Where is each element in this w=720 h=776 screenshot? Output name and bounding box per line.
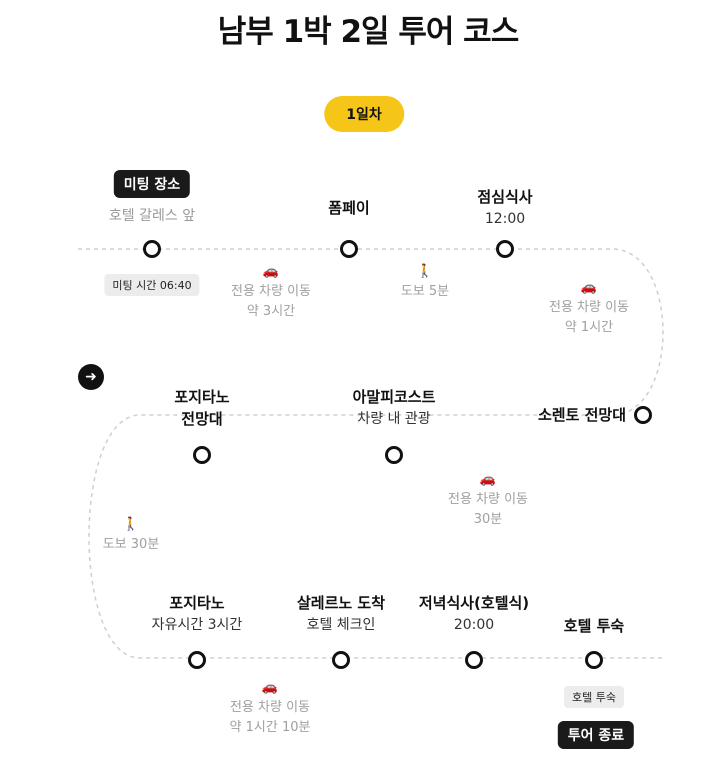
stop-node-lunch[interactable] xyxy=(496,240,514,258)
walking-person-icon: 🚶 xyxy=(122,517,140,532)
transfer-4-line1: 전용 차량 이동 xyxy=(229,700,311,715)
stop-name-amalfi: 아말피코스트 xyxy=(352,388,436,406)
walk-2-line1: 도보 30분 xyxy=(102,537,160,552)
stop-name-sorrento: 소렌토 전망대 xyxy=(537,406,626,424)
transfer-4-line2: 약 1시간 10분 xyxy=(229,720,311,735)
dinner-time: 20:00 xyxy=(453,617,495,633)
stop-lunch: 점심식사 12:00 xyxy=(477,186,532,230)
stop-node-meeting[interactable] xyxy=(143,240,161,258)
stop-salerno: 살레르노 도착 호텔 체크인 xyxy=(297,592,385,636)
tour-end-pill: 투어 종료 xyxy=(557,721,635,749)
stop-node-positano-free[interactable] xyxy=(188,651,206,669)
stop-node-pompeii[interactable] xyxy=(340,240,358,258)
transfer-1-line1: 전용 차량 이동 xyxy=(230,284,312,299)
transfer-info-2: 🚗 전용 차량 이동 약 1시간 xyxy=(549,278,629,338)
meeting-point: 미팅 장소 xyxy=(113,170,191,198)
stop-positano-free: 포지타노 자유시간 3시간 xyxy=(152,592,243,636)
stop-dinner: 저녁식사(호텔식) 20:00 xyxy=(419,592,529,636)
walk-1-line1: 도보 5분 xyxy=(400,284,450,299)
transfer-3-line2: 30분 xyxy=(473,512,503,527)
transfer-2-line2: 약 1시간 xyxy=(564,320,614,335)
car-icon: 🚗 xyxy=(479,472,497,487)
stop-name-pompeii: 폼페이 xyxy=(328,199,370,217)
positano-view-name1: 포지타노 xyxy=(174,388,230,406)
walk-info-2: 🚶 도보 30분 xyxy=(103,515,160,555)
page-title: 남부 1박 2일 투어 코스 xyxy=(217,14,519,50)
walk-info-1: 🚶 도보 5분 xyxy=(401,262,449,302)
stop-amalfi: 아말피코스트 차량 내 관광 xyxy=(353,386,436,430)
stop-positano-view: 포지타노 전망대 xyxy=(174,386,229,430)
transfer-info-1: 🚗 전용 차량 이동 약 3시간 xyxy=(231,262,311,322)
stop-name-lunch: 점심식사 xyxy=(477,188,533,206)
dinner-name: 저녁식사(호텔식) xyxy=(418,594,530,612)
car-icon: 🚗 xyxy=(262,264,280,279)
meeting-place-sub: 호텔 갈레스 앞 xyxy=(108,208,196,224)
stop-node-sorrento[interactable] xyxy=(634,406,652,424)
positano-free-name: 포지타노 xyxy=(169,594,225,612)
tour-end: 투어 종료 xyxy=(557,721,635,749)
lunch-time: 12:00 xyxy=(484,211,526,227)
car-icon: 🚗 xyxy=(261,680,279,695)
transfer-info-4: 🚗 전용 차량 이동 약 1시간 10분 xyxy=(230,678,311,738)
positano-view-name2: 전망대 xyxy=(181,410,223,428)
hotel-name: 호텔 투숙 xyxy=(563,617,625,635)
day-badge: 1일차 xyxy=(324,96,404,132)
stop-node-positano-view[interactable] xyxy=(193,446,211,464)
transfer-3-line1: 전용 차량 이동 xyxy=(447,492,529,507)
salerno-name: 살레르노 도착 xyxy=(296,594,386,612)
car-icon: 🚗 xyxy=(580,280,598,295)
transfer-1-line2: 약 3시간 xyxy=(246,304,296,319)
arrow-right-icon: ➜ xyxy=(85,369,97,385)
meeting-time-badge: 미팅 시간 06:40 xyxy=(104,274,200,296)
stop-node-salerno[interactable] xyxy=(332,651,350,669)
hotel-stay-badge: 호텔 투숙 xyxy=(564,686,624,708)
stop-node-dinner[interactable] xyxy=(465,651,483,669)
meeting-place-pill: 미팅 장소 xyxy=(113,170,191,198)
next-arrow-button[interactable]: ➜ xyxy=(78,364,104,390)
amalfi-sub: 차량 내 관광 xyxy=(357,411,431,427)
walking-person-icon: 🚶 xyxy=(416,264,434,279)
salerno-sub: 호텔 체크인 xyxy=(306,617,376,633)
transfer-2-line1: 전용 차량 이동 xyxy=(548,300,630,315)
positano-free-sub: 자유시간 3시간 xyxy=(151,617,243,633)
stop-node-hotel[interactable] xyxy=(585,651,603,669)
stop-node-amalfi[interactable] xyxy=(385,446,403,464)
transfer-info-3: 🚗 전용 차량 이동 30분 xyxy=(448,470,528,530)
